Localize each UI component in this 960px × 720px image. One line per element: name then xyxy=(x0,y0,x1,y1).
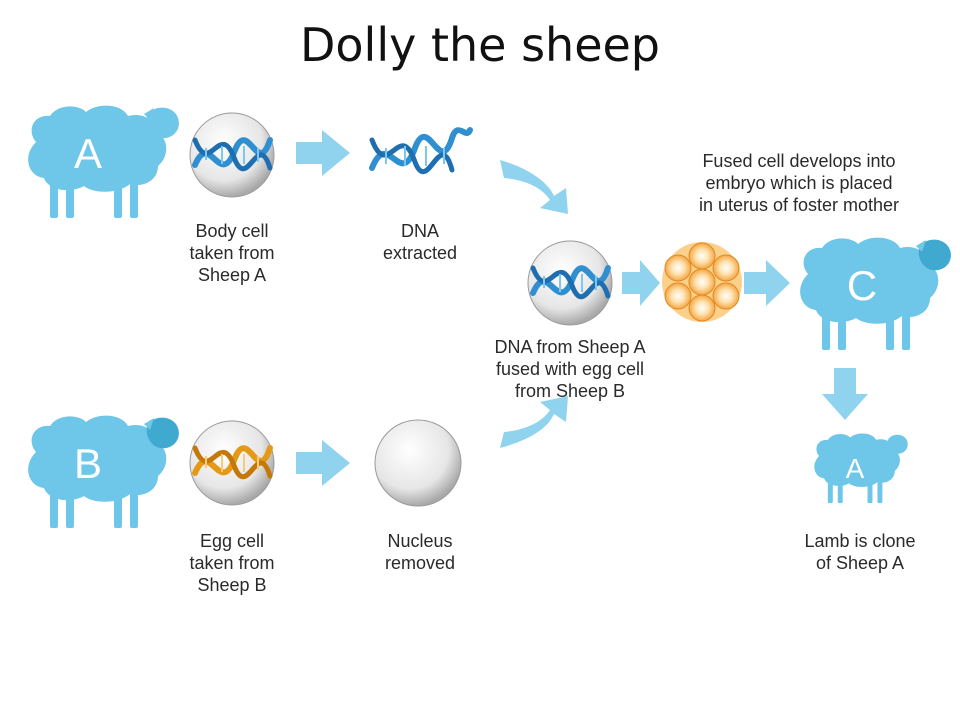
arrow-down-curve xyxy=(500,160,568,214)
caption-egg-cell: Egg cell taken from Sheep B xyxy=(162,530,302,596)
fused-cell-dna-icon xyxy=(528,241,612,325)
extracted-dna-icon xyxy=(372,130,470,172)
sheep-b xyxy=(28,416,179,528)
body-cell-dna-icon xyxy=(190,113,274,197)
arrow-right-2 xyxy=(296,440,350,486)
caption-lamb: Lamb is clone of Sheep A xyxy=(780,530,940,574)
embryo-icon xyxy=(662,242,742,322)
sheep-c-label: C xyxy=(847,262,877,309)
caption-body-cell: Body cell taken from Sheep A xyxy=(162,220,302,286)
arrow-right-4 xyxy=(744,260,790,306)
caption-nucleus-removed: Nucleus removed xyxy=(350,530,490,574)
arrow-right-1 xyxy=(296,130,350,176)
empty-egg-cell-icon xyxy=(375,420,461,506)
lamb-label: A xyxy=(846,453,865,484)
sheep-a-label: A xyxy=(74,130,102,177)
arrow-down xyxy=(822,368,868,420)
sheep-a xyxy=(28,106,179,218)
caption-fused: DNA from Sheep A fused with egg cell fro… xyxy=(470,336,670,402)
arrow-right-3 xyxy=(622,260,660,306)
egg-cell-dna-icon xyxy=(190,421,274,505)
caption-dna-extracted: DNA extracted xyxy=(350,220,490,264)
arrow-up-curve xyxy=(500,396,568,448)
sheep-b-label: B xyxy=(74,440,102,487)
caption-embryo: Fused cell develops into embryo which is… xyxy=(664,150,934,216)
